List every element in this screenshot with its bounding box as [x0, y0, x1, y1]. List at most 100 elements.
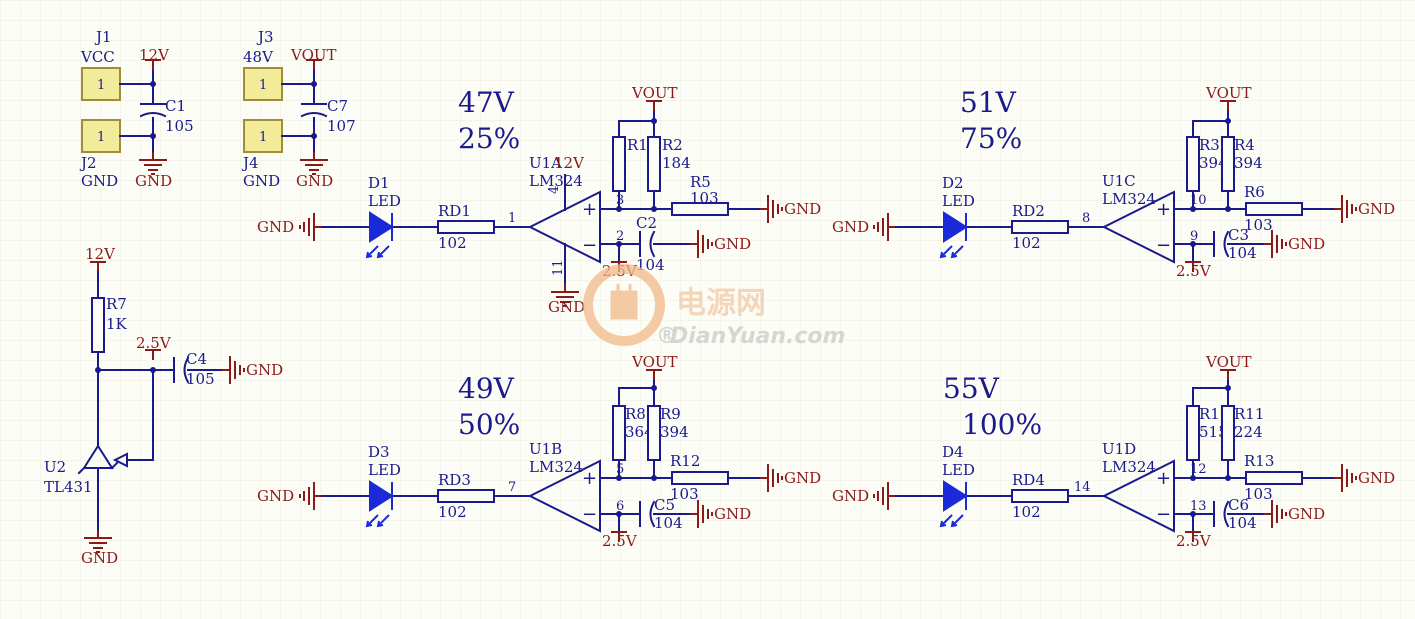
u1a-plus-sign: + — [582, 199, 597, 220]
channel-c: 51V 75% GND D2 LED RD2 102 8 + − U1C LM3… — [832, 84, 1395, 280]
r6-value: 103 — [1244, 216, 1273, 234]
u1c-plus-sign: + — [1156, 199, 1171, 220]
u2-gnd-net: GND — [81, 549, 118, 567]
r9-value: 394 — [660, 423, 689, 441]
u1a-plus-pin: 3 — [616, 193, 624, 208]
u1d-value: LM324 — [1102, 458, 1156, 476]
j3-net: 48V — [243, 48, 274, 66]
u1c-plus-pin: 10 — [1190, 193, 1207, 208]
u1d-minus-pin: 13 — [1190, 499, 1207, 514]
r13-ref: R13 — [1244, 452, 1274, 470]
channel-d-gnd-net: GND — [832, 487, 869, 505]
r2-ref: R2 — [662, 136, 683, 154]
c5-ref: C5 — [654, 496, 675, 514]
d2-led-icon — [943, 211, 968, 243]
d1-ref: D1 — [368, 174, 390, 192]
u2-ref: U2 — [44, 458, 66, 476]
c4-ref: C4 — [186, 350, 207, 368]
u1b-minus-pin: 6 — [616, 499, 624, 514]
u1a-vcc-net: 12V — [554, 154, 585, 172]
r5-value: 103 — [690, 189, 719, 207]
ref-2v5-net: 2.5V — [136, 334, 172, 352]
d3-led-icon — [369, 480, 394, 512]
c6-symbol — [1213, 500, 1230, 528]
c3-value: 104 — [1228, 244, 1257, 262]
channel-b-voltage: 49V — [458, 372, 515, 405]
channel-b-gnd-net: GND — [257, 487, 294, 505]
u1d-minus-sign: − — [1156, 504, 1171, 525]
j1-ref: J1 — [94, 28, 112, 46]
u1d-out-pin: 14 — [1074, 480, 1091, 495]
c7-ref: C7 — [327, 97, 348, 115]
d1-led-icon — [369, 211, 394, 243]
u1c-minus-sign: − — [1156, 235, 1171, 256]
r1-ref: R1 — [627, 136, 648, 154]
j2-net: GND — [81, 172, 118, 190]
c6-gnd-net: GND — [1288, 505, 1325, 523]
channel-a-voltage: 47V — [458, 86, 515, 119]
u1b-opamp — [527, 459, 601, 533]
r13-gnd-net: GND — [1358, 469, 1395, 487]
rd1-ref: RD1 — [438, 202, 471, 220]
c4-symbol — [173, 356, 190, 384]
channel-b-vout-net: VOUT — [631, 353, 678, 371]
channel-a-vout-net: VOUT — [631, 84, 678, 102]
r9-resistor — [647, 405, 661, 461]
u1a-gnd-net: GND — [548, 298, 585, 316]
r2-resistor — [647, 136, 661, 192]
channel-c-vout-net: VOUT — [1205, 84, 1252, 102]
channel-b-percent: 50% — [458, 408, 520, 441]
watermark-cn: 电源网 — [676, 286, 766, 321]
channel-b: 49V 50% GND D3 LED RD3 102 7 + − U1B LM3… — [257, 353, 821, 550]
channel-d-vout-net: VOUT — [1205, 353, 1252, 371]
d2-ref: D2 — [942, 174, 964, 192]
u1a-gnd-pin: 11 — [551, 259, 566, 276]
j1-net: VCC — [80, 48, 115, 66]
watermark-reg: ® — [656, 324, 678, 349]
r9-ref: R9 — [660, 405, 681, 423]
watermark-en: DianYuan.com — [670, 324, 845, 349]
r3-resistor — [1186, 136, 1200, 192]
c3-gnd-net: GND — [1288, 235, 1325, 253]
channel-d-percent: 100% — [962, 408, 1042, 441]
power-input-block: J1 VCC 1 12V C1 105 1 J2 GND GND J3 48V … — [79, 28, 356, 190]
r8-resistor — [612, 405, 626, 461]
d3-value: LED — [368, 461, 401, 479]
d1-value: LED — [368, 192, 401, 210]
r7-ref: R7 — [106, 295, 127, 313]
u1a-out-pin: 1 — [508, 211, 516, 226]
watermark: 电源网 DianYuan.com ® — [583, 264, 845, 349]
c1-gnd-net: GND — [135, 172, 172, 190]
reference-block: 12V R7 1K 2.5V C4 105 GND U2 TL431 GND — [44, 245, 283, 567]
u1b-plus-pin: 5 — [616, 462, 624, 477]
r12-value: 103 — [670, 485, 699, 503]
u1b-plus-sign: + — [582, 468, 597, 489]
u1d-plus-pin: 12 — [1190, 462, 1207, 477]
r10-value: 515 — [1199, 423, 1228, 441]
u1d-opamp — [1101, 459, 1175, 533]
channel-d-voltage: 55V — [943, 372, 1000, 405]
c3-symbol — [1213, 230, 1230, 258]
j1-pin: 1 — [97, 78, 105, 93]
c7-vout-net: VOUT — [290, 46, 337, 64]
j3-connector — [243, 67, 283, 101]
r13-resistor — [1245, 471, 1303, 485]
r7-resistor — [91, 297, 105, 353]
r1-resistor — [612, 136, 626, 192]
c5-gnd-net: GND — [714, 505, 751, 523]
c4-gnd-net: GND — [246, 361, 283, 379]
r3-ref: R3 — [1199, 136, 1220, 154]
r6-resistor — [1245, 202, 1303, 216]
u1c-out-pin: 8 — [1082, 211, 1090, 226]
u1b-value: LM324 — [529, 458, 583, 476]
u1d-plus-sign: + — [1156, 468, 1171, 489]
u2-value: TL431 — [44, 478, 93, 496]
u1a-value: LM324 — [529, 172, 583, 190]
c6-value: 104 — [1228, 514, 1257, 532]
r4-resistor — [1221, 136, 1235, 192]
c4-value: 105 — [186, 370, 215, 388]
r8-ref: R8 — [625, 405, 646, 423]
c1-12v-net: 12V — [139, 46, 170, 64]
c2-ref: C2 — [636, 214, 657, 232]
